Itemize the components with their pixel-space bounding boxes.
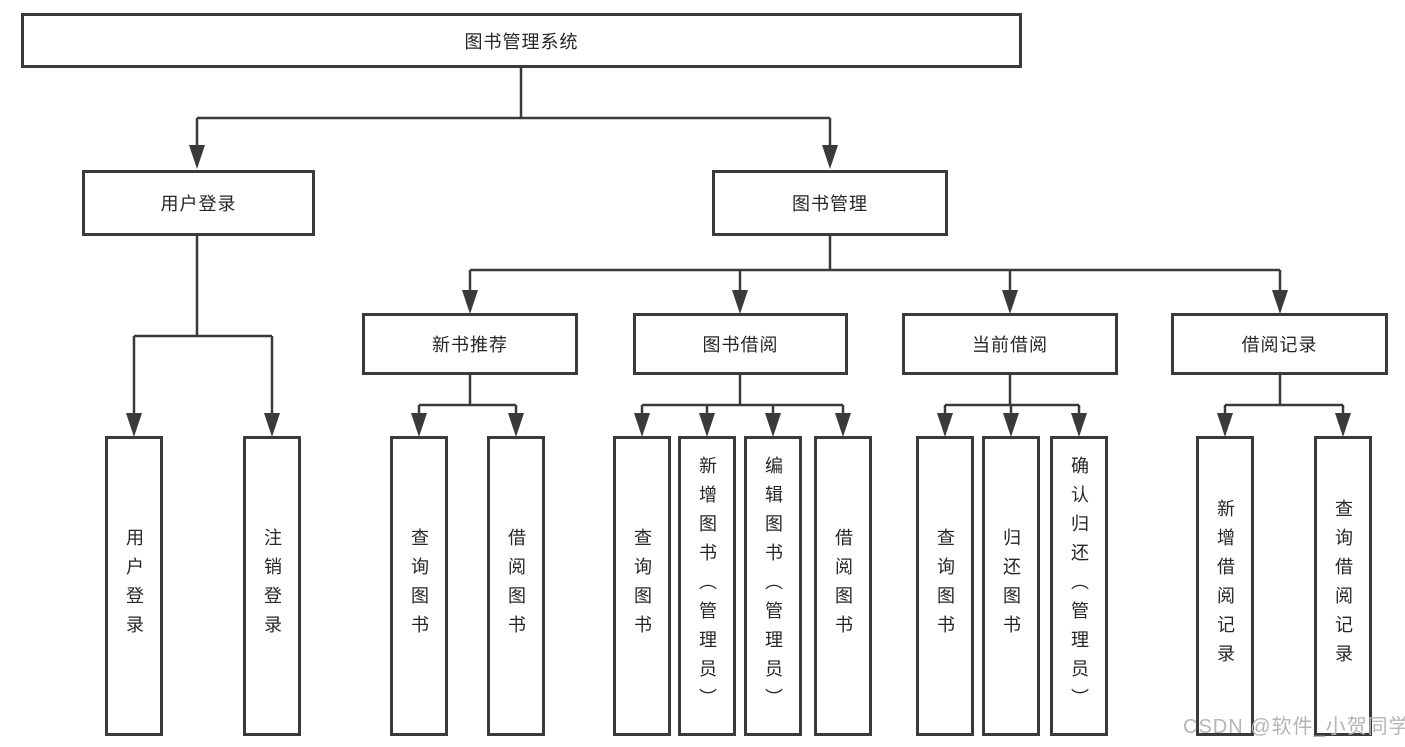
node-borrow-records: 借阅记录 [1171,313,1388,375]
node-current-borrow-label: 当前借阅 [972,335,1048,355]
leaf-query-book-current: 查询图书 [916,436,974,736]
leaf-edit-book-admin: 编辑图书（管理员） [744,436,802,736]
leaf-return-book: 归还图书 [982,436,1040,736]
node-user-login-label: 用户登录 [160,194,237,214]
node-borrow-records-label: 借阅记录 [1241,335,1318,355]
node-book-management: 图书管理 [712,170,948,236]
leaf-query-borrow-record: 查询借阅记录 [1314,436,1372,736]
leaf-logout-label: 注销登录 [262,528,282,644]
node-current-borrow: 当前借阅 [902,313,1118,375]
node-new-book-recommend-label: 新书推荐 [432,335,508,355]
node-book-borrow: 图书借阅 [633,313,848,375]
leaf-borrow-book-recommend: 借阅图书 [487,436,545,736]
leaf-user-login: 用户登录 [105,436,163,736]
leaf-query-borrow-record-label: 查询借阅记录 [1333,499,1353,673]
node-root: 图书管理系统 [21,13,1022,68]
node-user-login: 用户登录 [82,170,315,236]
node-book-management-label: 图书管理 [792,194,868,214]
leaf-add-borrow-record: 新增借阅记录 [1196,436,1254,736]
leaf-borrow-book: 借阅图书 [814,436,872,736]
leaf-query-book-borrow: 查询图书 [613,436,671,736]
leaf-borrow-book-recommend-label: 借阅图书 [506,528,526,644]
leaf-logout: 注销登录 [243,436,301,736]
leaf-query-book-current-label: 查询图书 [935,528,955,644]
csdn-watermark: CSDN @软件_小贺同学 [1183,716,1405,738]
leaf-edit-book-admin-label: 编辑图书（管理员） [763,455,783,717]
leaf-add-book-admin: 新增图书（管理员） [678,436,736,736]
leaf-query-book-borrow-label: 查询图书 [632,528,652,644]
node-book-borrow-label: 图书借阅 [702,335,779,355]
leaf-borrow-book-label: 借阅图书 [833,528,853,644]
leaf-query-book-recommend: 查询图书 [390,436,448,736]
leaf-return-book-label: 归还图书 [1001,528,1021,644]
leaf-user-login-label: 用户登录 [124,528,144,644]
leaf-confirm-return-admin: 确认归还（管理员） [1050,436,1108,736]
leaf-add-book-admin-label: 新增图书（管理员） [697,455,717,717]
leaf-confirm-return-admin-label: 确认归还（管理员） [1069,455,1089,717]
node-new-book-recommend: 新书推荐 [362,313,578,375]
leaf-add-borrow-record-label: 新增借阅记录 [1215,499,1235,673]
leaf-query-book-recommend-label: 查询图书 [409,528,429,644]
node-root-label: 图书管理系统 [464,31,579,52]
